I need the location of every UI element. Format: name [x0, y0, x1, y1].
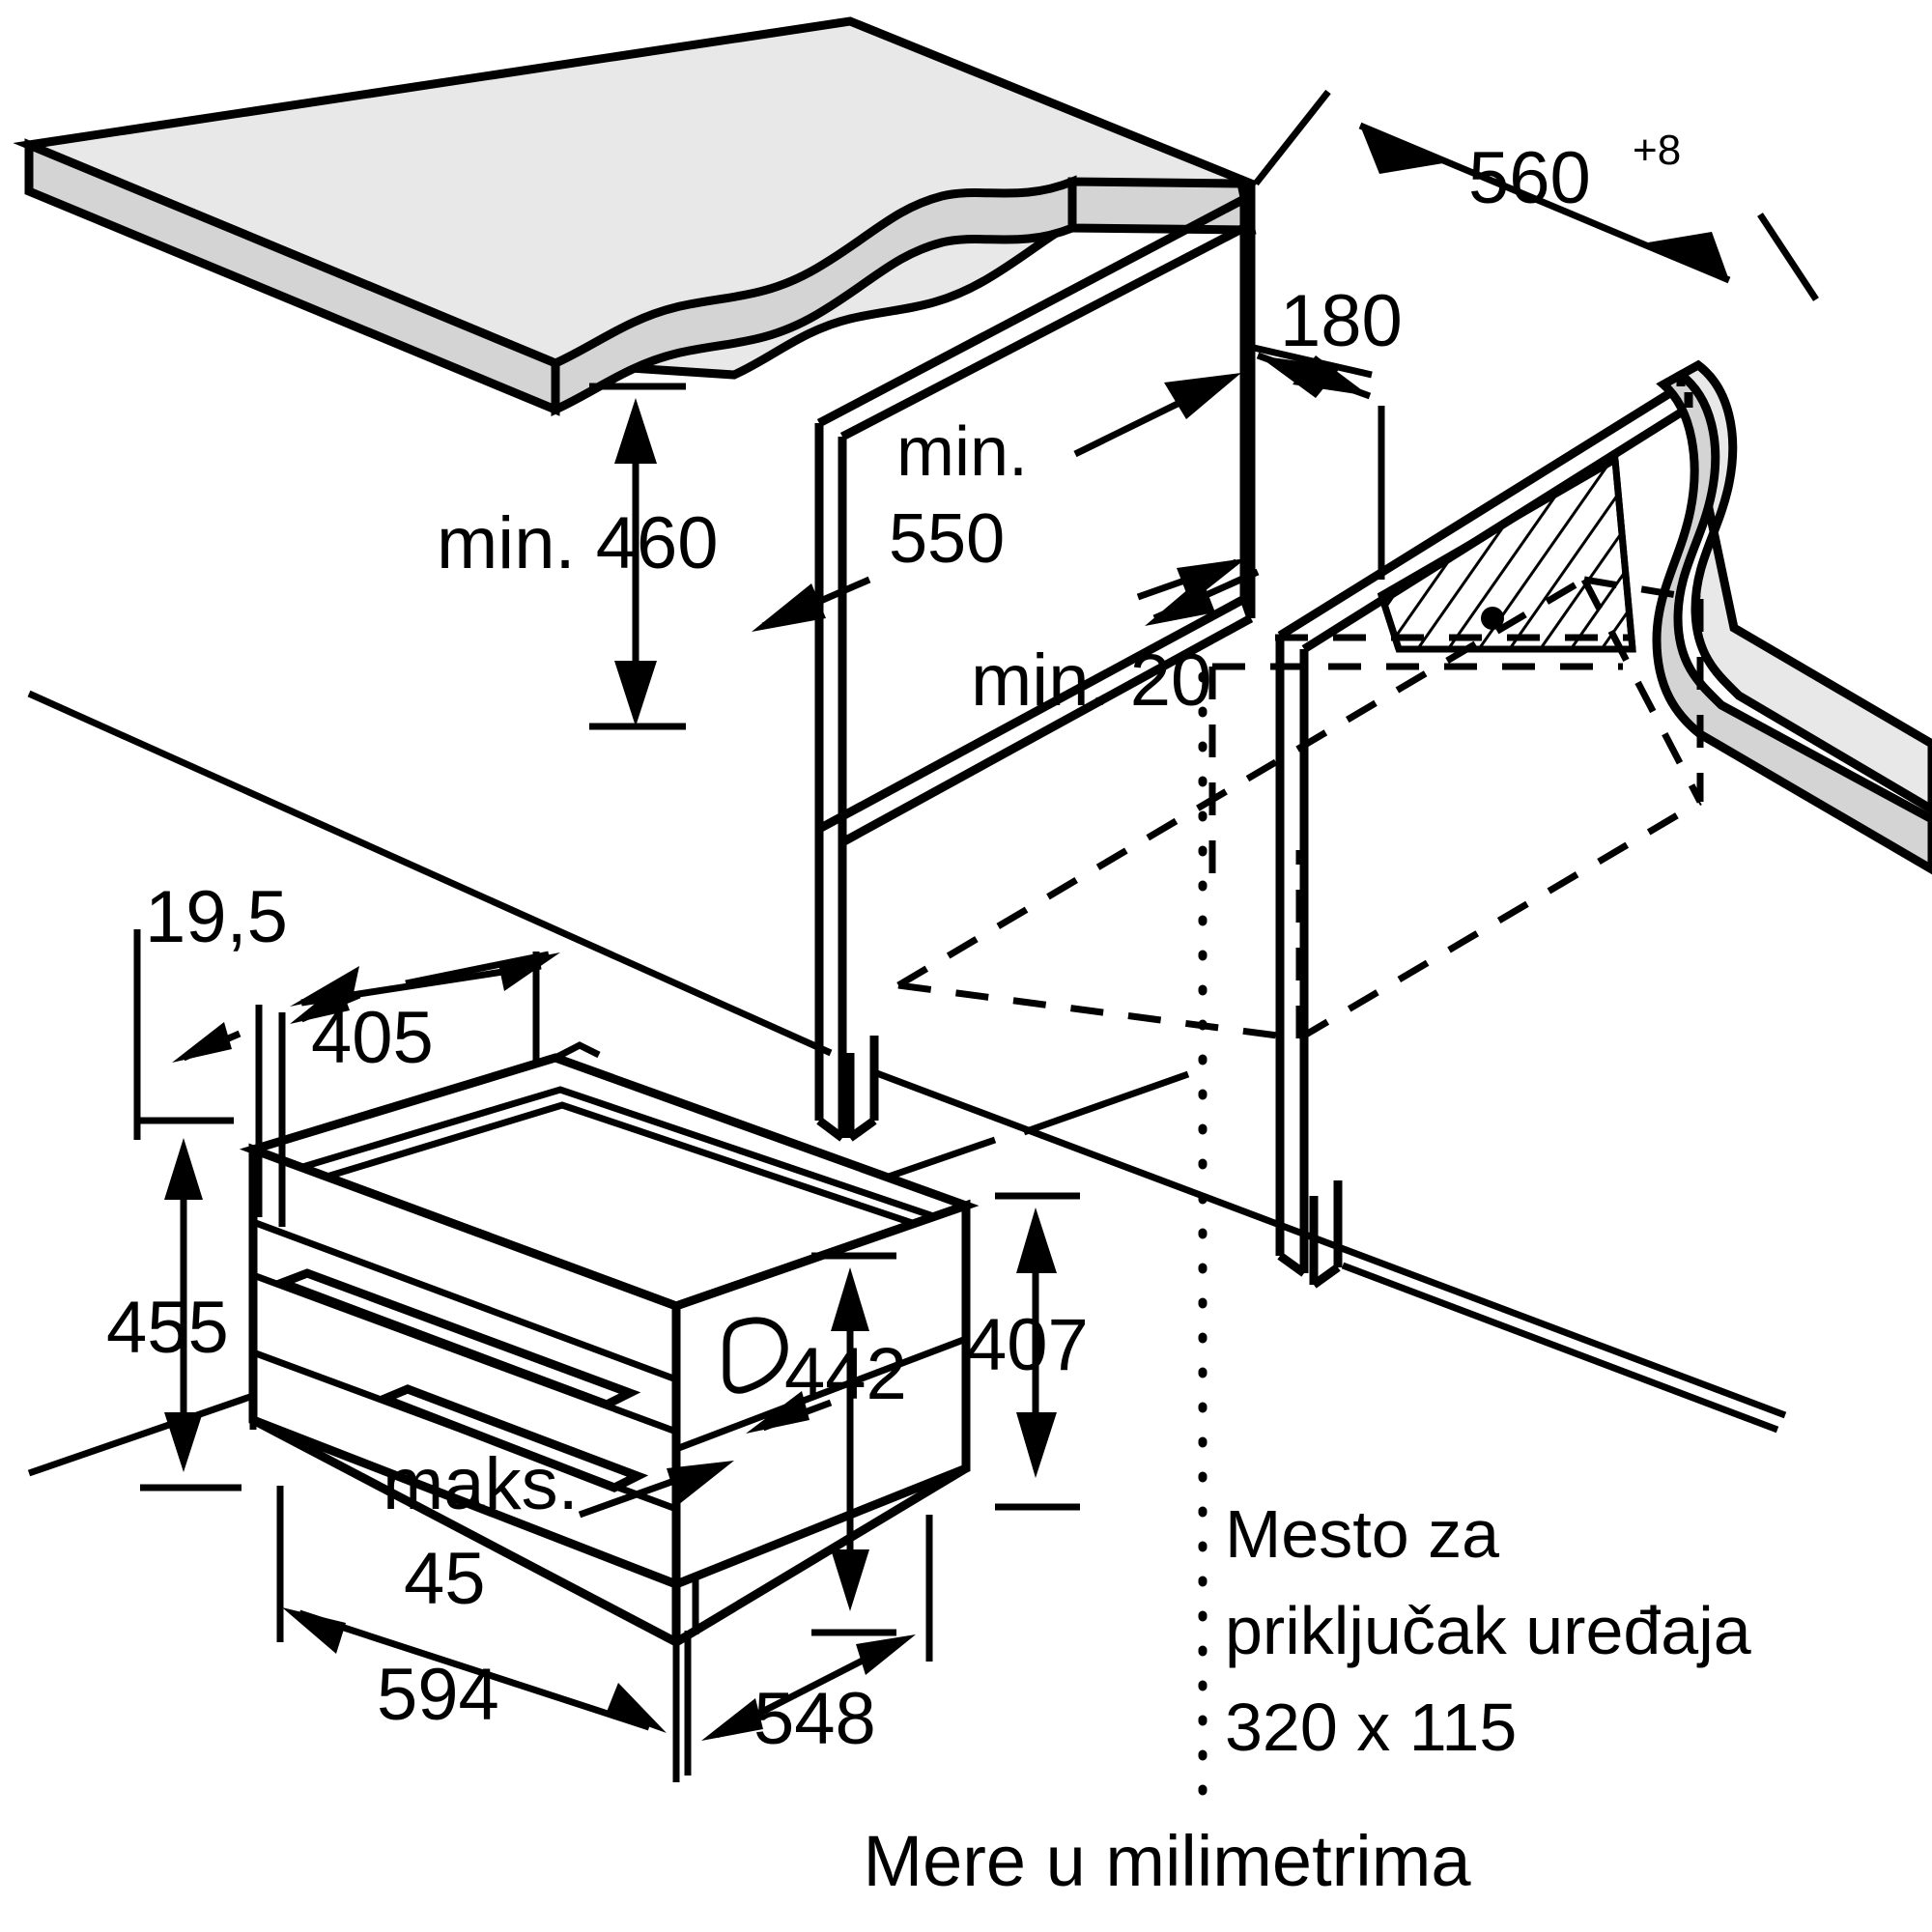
dimension-maks-45: maks. 45 [383, 1391, 833, 1620]
label-min-20: min. 20 [971, 639, 1211, 722]
dimension-560: 560 +8 [1253, 89, 1819, 301]
niche-back-edge [1239, 199, 1256, 618]
label-maks-line1: maks. [383, 1443, 579, 1525]
connection-note: Mesto za priključak uređaja 320 x 115 [1225, 1496, 1751, 1765]
label-405: 405 [311, 997, 434, 1079]
dimension-min-20: min. 20 [971, 558, 1260, 722]
label-560: 560 [1468, 137, 1591, 219]
dimension-407: 407 [966, 1192, 1089, 1511]
worktop-slab [13, 16, 1259, 416]
label-min-550-line2: 550 [889, 500, 1005, 578]
dimension-442: 442 [784, 1252, 907, 1636]
label-maks-line2: 45 [404, 1538, 486, 1620]
label-548: 548 [753, 1678, 876, 1760]
dimension-548: 548 [701, 1515, 933, 1760]
dimension-min-460: min. 460 [437, 383, 719, 730]
connection-cutout-hatched [1377, 454, 1636, 653]
back-wall-slab [1652, 359, 1932, 875]
label-594: 594 [377, 1654, 499, 1736]
label-min-460: min. 460 [437, 502, 719, 584]
label-min-550-line1: min. [896, 413, 1028, 491]
dimension-455: 455 [106, 1117, 242, 1492]
units-caption: Mere u milimetrima [863, 1821, 1471, 1901]
label-19-5: 19,5 [145, 876, 288, 958]
dimension-min-550: min. 550 [752, 373, 1241, 632]
cabinet-right-panel [1275, 383, 1691, 1289]
dimension-19-5: 19,5 [133, 876, 361, 1227]
label-442: 442 [784, 1333, 907, 1415]
label-560-superscript: +8 [1633, 127, 1681, 174]
connection-note-line2: priključak uređaja [1225, 1593, 1751, 1668]
connection-note-line1: Mesto za [1225, 1496, 1499, 1572]
cutout-marker-dot [1481, 607, 1504, 630]
caption-mere-u-milimetrima: Mere u milimetrima [863, 1821, 1471, 1901]
label-407: 407 [966, 1304, 1089, 1386]
dimension-405: 405 [290, 951, 560, 1079]
appliance-oven-body [239, 1041, 980, 1646]
cabinet-left-panel [814, 195, 1256, 1142]
connection-note-line3: 320 x 115 [1225, 1690, 1517, 1765]
label-180: 180 [1280, 280, 1403, 362]
dimension-594: 594 [276, 1486, 692, 1782]
hidden-outline-dashed [896, 576, 1704, 1042]
dimension-180: 180 [1253, 280, 1403, 580]
label-455: 455 [106, 1287, 229, 1369]
